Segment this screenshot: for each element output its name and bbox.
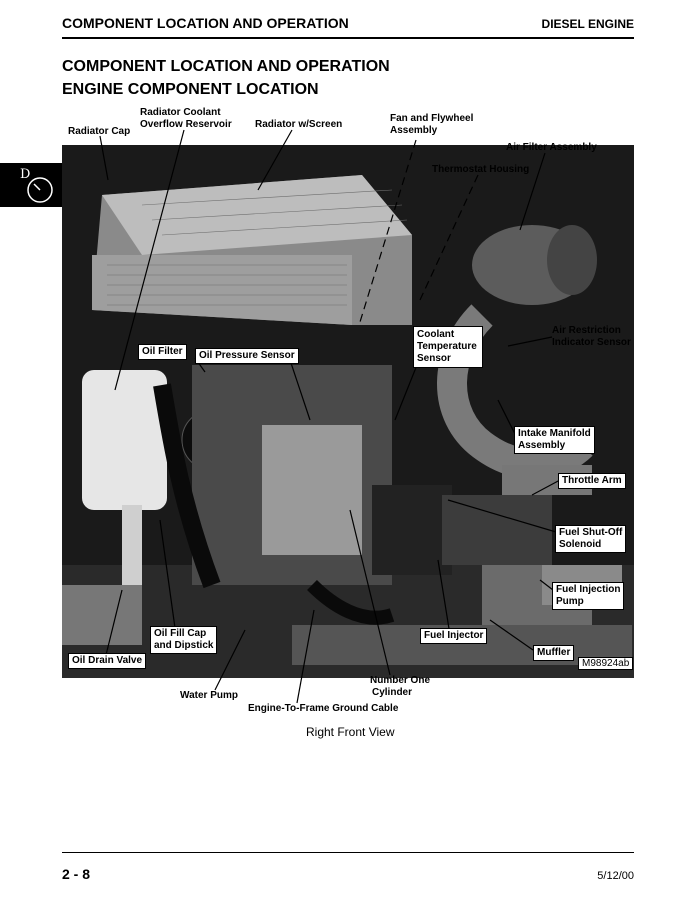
label-thermostat: Thermostat Housing: [432, 164, 530, 175]
header-rule: [62, 37, 634, 39]
label-fuel-injection-pump: Fuel Injection Pump: [552, 582, 625, 610]
label-overflow-reservoir-line1: Radiator Coolant: [140, 107, 221, 118]
label-oil-fill: Oil Fill Cap and Dipstick: [150, 626, 218, 654]
label-fuel-pump-line1: Fuel Injection: [556, 584, 621, 595]
footer-rule: [62, 852, 634, 853]
radiator-screen: [92, 175, 412, 325]
label-coolant-sensor-line2: Temperature: [417, 341, 477, 352]
label-oil-fill-line2: and Dipstick: [154, 640, 214, 651]
running-header-right: DIESEL ENGINE: [541, 17, 634, 31]
label-intake-manifold-line1: Intake Manifold: [518, 428, 591, 439]
running-header-left: COMPONENT LOCATION AND OPERATION: [62, 15, 349, 31]
label-ground-cable: Engine-To-Frame Ground Cable: [248, 703, 399, 714]
section-tab: D: [0, 163, 62, 207]
label-fuel-pump-line2: Pump: [556, 596, 584, 607]
page-number: 2 - 8: [62, 866, 91, 882]
label-oil-pressure-sensor: Oil Pressure Sensor: [195, 348, 299, 364]
label-air-restriction-line2: Indicator Sensor: [552, 337, 631, 348]
label-oil-fill-line1: Oil Fill Cap: [154, 628, 207, 639]
label-fan-flywheel-line2: Assembly: [390, 125, 438, 136]
label-intake-manifold: Intake Manifold Assembly: [514, 426, 595, 454]
section-title: COMPONENT LOCATION AND OPERATION: [62, 58, 390, 75]
label-oil-drain-valve: Oil Drain Valve: [68, 653, 147, 669]
label-air-restriction-line1: Air Restriction: [552, 325, 621, 336]
subsection-title: ENGINE COMPONENT LOCATION: [62, 81, 319, 98]
gauge-icon: [27, 177, 53, 203]
revision-date: 5/12/00: [597, 870, 634, 882]
label-coolant-sensor-line1: Coolant: [417, 329, 455, 340]
label-throttle-arm: Throttle Arm: [558, 473, 626, 489]
label-overflow-reservoir-line2: Overflow Reservoir: [140, 119, 232, 130]
label-radiator-cap: Radiator Cap: [68, 126, 131, 137]
label-water-pump: Water Pump: [180, 690, 238, 701]
figure-caption: Right Front View: [306, 725, 395, 739]
label-number-one-line2: Cylinder: [372, 687, 413, 698]
figure-ref: M98924ab: [578, 657, 634, 670]
label-air-filter: Air Filter Assembly: [506, 142, 597, 153]
label-radiator-screen: Radiator w/Screen: [255, 119, 343, 130]
label-coolant-sensor: Coolant Temperature Sensor: [413, 326, 483, 368]
label-fuel-shutoff-line1: Fuel Shut-Off: [559, 527, 623, 538]
section-tab-label: D: [20, 167, 31, 182]
label-fuel-shutoff-line2: Solenoid: [559, 539, 602, 550]
label-intake-manifold-line2: Assembly: [518, 440, 566, 451]
label-oil-filter: Oil Filter: [138, 344, 187, 360]
label-number-one-line1: Number One: [370, 675, 431, 686]
label-coolant-sensor-line3: Sensor: [417, 353, 451, 364]
engine-photo: [62, 145, 634, 678]
label-fuel-shutoff: Fuel Shut-Off Solenoid: [555, 525, 627, 553]
label-muffler: Muffler: [533, 645, 575, 661]
label-fan-flywheel-line1: Fan and Flywheel: [390, 113, 474, 124]
label-fuel-injector: Fuel Injector: [420, 628, 488, 644]
